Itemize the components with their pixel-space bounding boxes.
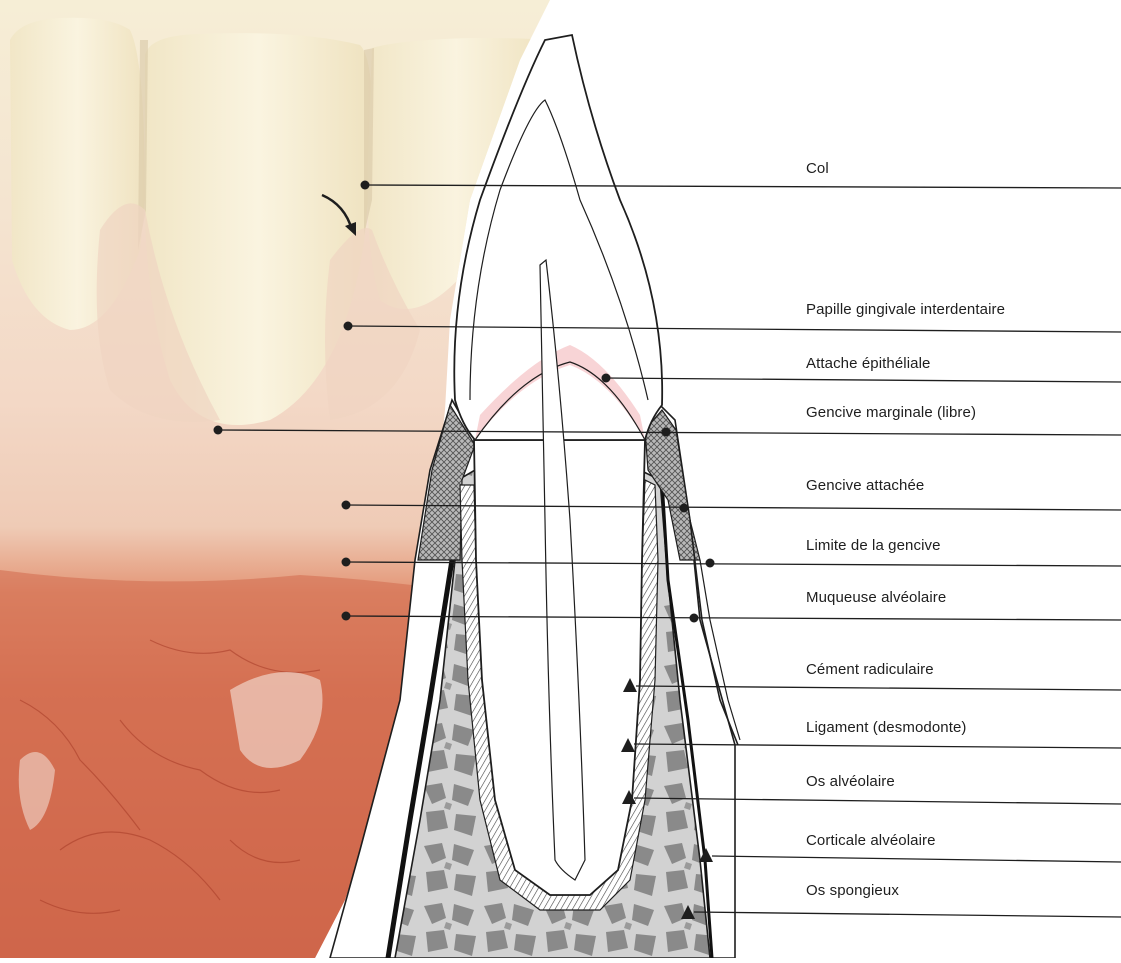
label-attache: Attache épithéliale: [806, 355, 931, 372]
dot-papille: [344, 322, 353, 331]
label-gencive-marginale: Gencive marginale (libre): [806, 404, 976, 421]
dot-col: [361, 181, 370, 190]
label-col: Col: [806, 160, 829, 177]
leader-os-spongieux: [694, 912, 1121, 917]
label-ligament: Ligament (desmodonte): [806, 719, 967, 736]
leader-col: [365, 185, 1121, 188]
label-cement: Cément radiculaire: [806, 661, 934, 678]
dot-gencive-attachee-diagram: [680, 504, 689, 513]
dot-gencive-marginale-photo: [214, 426, 223, 435]
label-muqueuse: Muqueuse alvéolaire: [806, 589, 946, 606]
label-papille: Papille gingivale interdentaire: [806, 301, 1005, 318]
label-corticale: Corticale alvéolaire: [806, 832, 936, 849]
dot-limite-photo: [342, 558, 351, 567]
dot-gencive-attachee-photo: [342, 501, 351, 510]
leader-corticale: [712, 856, 1121, 862]
dot-attache: [602, 374, 611, 383]
dot-muqueuse-photo: [342, 612, 351, 621]
dot-limite-diagram: [706, 559, 715, 568]
leader-attache: [606, 378, 1121, 382]
label-gencive-attachee: Gencive attachée: [806, 477, 924, 494]
dot-gencive-marginale-diagram: [662, 428, 671, 437]
label-os-alveolaire: Os alvéolaire: [806, 773, 895, 790]
dot-muqueuse-diagram: [690, 614, 699, 623]
label-os-spongieux: Os spongieux: [806, 882, 899, 899]
label-limite: Limite de la gencive: [806, 537, 941, 554]
